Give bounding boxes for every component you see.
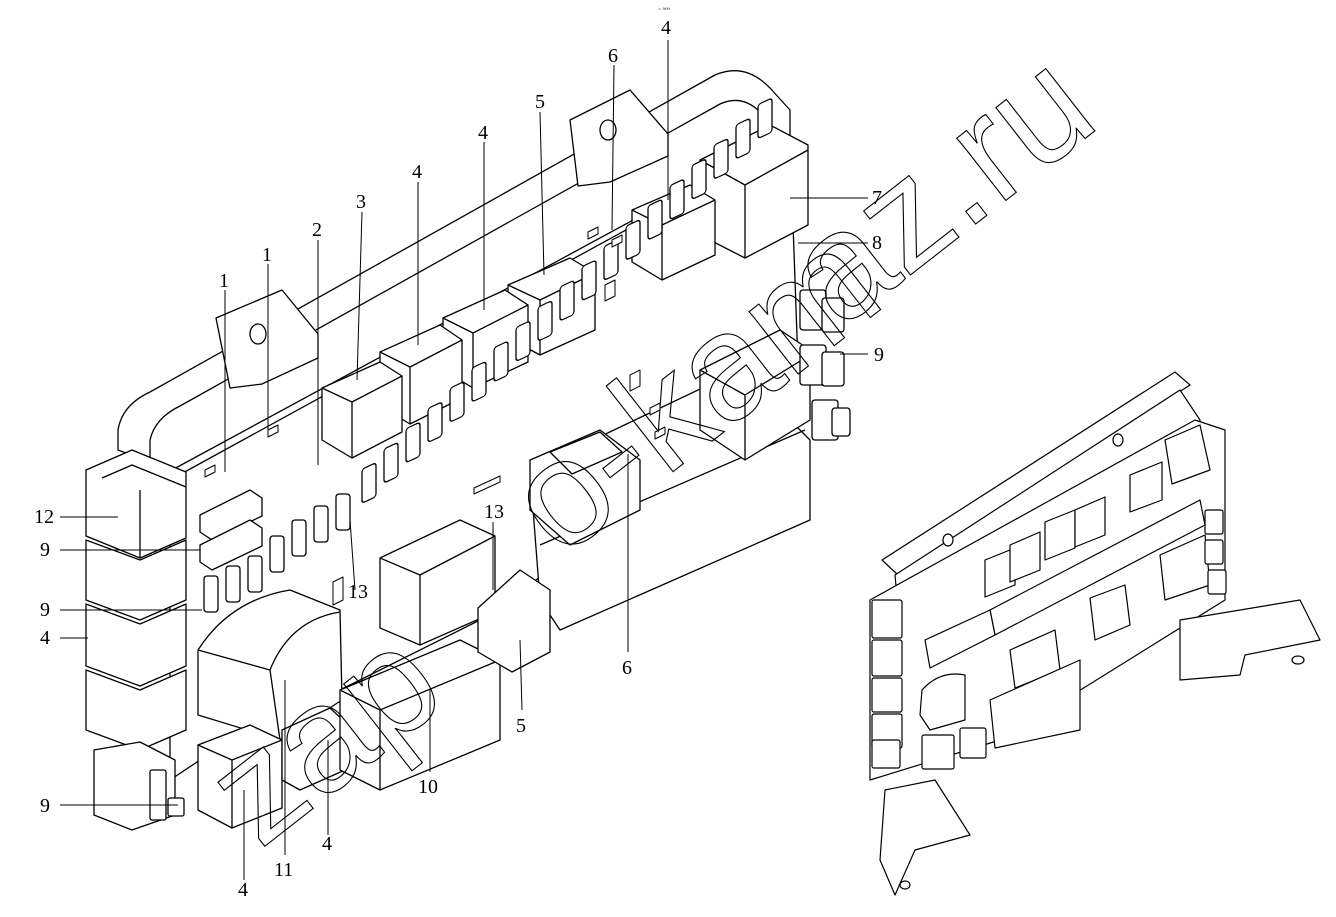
callout-c13: 12	[34, 506, 54, 528]
callout-c11: 8	[872, 232, 882, 254]
fuse-holder-9b	[199, 519, 263, 571]
small-bracket-right	[1179, 599, 1321, 681]
callout-c25: 9	[40, 795, 50, 817]
bracket-left-hole	[249, 323, 267, 345]
leader-lines	[60, 40, 868, 880]
relay-left-2	[85, 539, 187, 621]
connectors-9-right	[799, 289, 851, 441]
callout-c5: 4	[412, 161, 422, 183]
callout-c21: 10	[418, 776, 438, 798]
callout-c10: 7	[872, 187, 882, 209]
callout-c6: 3	[356, 191, 366, 213]
callout-c3: 5	[535, 91, 545, 113]
relay-left-4	[85, 669, 187, 751]
small-hole-2	[1112, 433, 1124, 447]
fuse-row	[361, 98, 773, 503]
callout-c23: 11	[274, 859, 293, 881]
fuse-holder-9a	[199, 489, 263, 541]
callout-c24: 4	[238, 879, 248, 901]
relay-4-left	[85, 603, 187, 687]
small-hole-1	[942, 533, 954, 547]
callout-c19: 6	[622, 657, 632, 679]
latch-9	[149, 769, 167, 821]
callout-c4: 4	[478, 122, 488, 144]
callout-c12: 9	[874, 344, 884, 366]
header-mark: ⁼ ⁰⁰⁰	[658, 7, 670, 14]
small-fuse-row	[924, 499, 1206, 669]
small-rail	[881, 371, 1191, 576]
callout-labels: 4 6 5 4 4 3 2 1 1 7 8 9 12 9 9 4 13 13 6…	[34, 17, 884, 901]
fuse-row-lower	[203, 493, 351, 613]
housing-rim-inner	[149, 99, 771, 460]
relay-4-bottom	[197, 724, 283, 829]
callout-c9: 1	[219, 270, 229, 292]
callout-c2: 6	[608, 45, 618, 67]
callout-c22: 4	[322, 833, 332, 855]
relay-5-lower	[477, 569, 551, 673]
callout-c15: 9	[40, 599, 50, 621]
contact-clips	[204, 226, 666, 606]
callout-c8: 1	[262, 244, 272, 266]
relay-cube-big	[699, 329, 811, 461]
main-fuse-relay-box	[85, 70, 851, 831]
callout-c1: 4	[661, 17, 671, 39]
callout-c7: 2	[312, 219, 322, 241]
bracket-right-hole	[599, 119, 617, 141]
small-bracket-left	[879, 779, 971, 896]
callout-c14: 9	[40, 539, 50, 561]
callout-c16: 4	[40, 627, 50, 649]
callout-c18: 13	[484, 501, 504, 523]
small-assembly-view	[869, 371, 1321, 896]
callout-c17: 13	[348, 581, 368, 603]
callout-c20: 5	[516, 715, 526, 737]
